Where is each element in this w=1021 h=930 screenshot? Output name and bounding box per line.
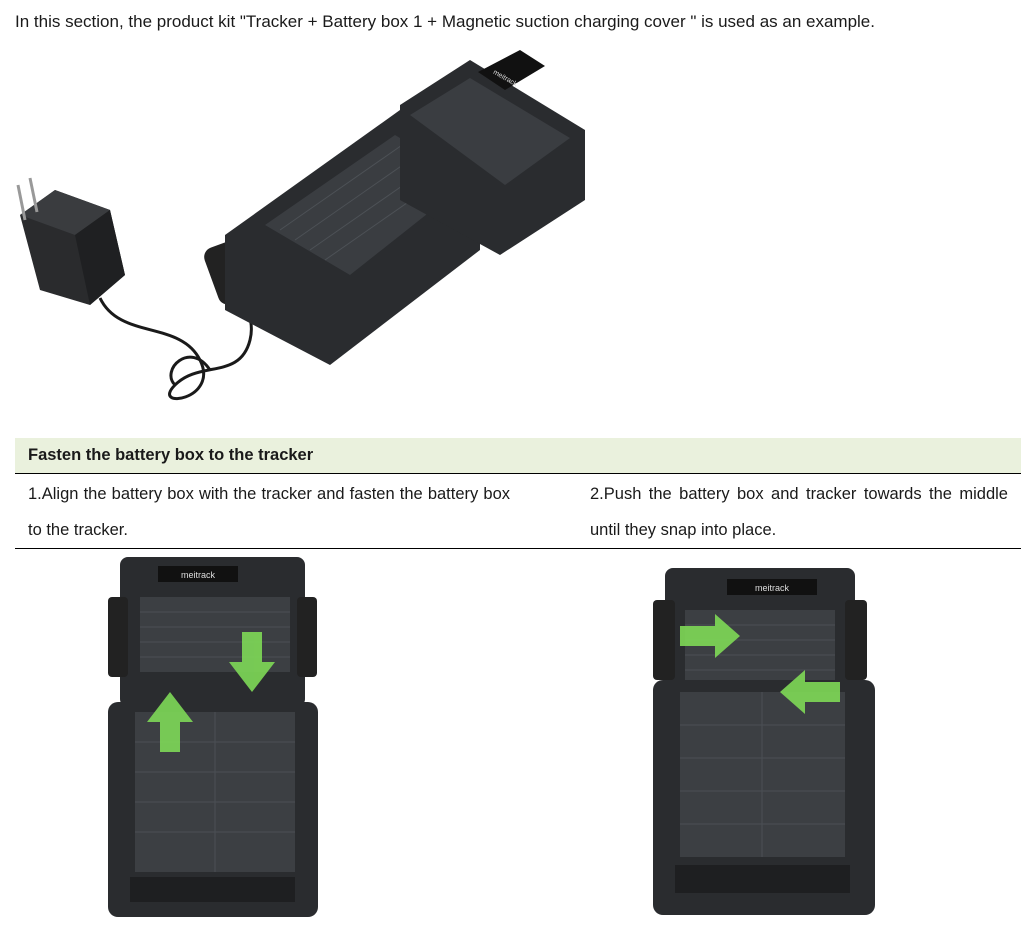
arrow-down-icon (229, 632, 275, 692)
battery-box: meitrack (400, 50, 585, 255)
step-2-image: meitrack (653, 568, 875, 915)
arrow-right-icon (680, 614, 740, 658)
charging-cable (98, 297, 253, 401)
steps-table: Fasten the battery box to the tracker 1.… (15, 438, 1021, 549)
table-row: 1.Align the battery box with the tracker… (15, 474, 1021, 549)
brand-logo-text: meitrack (181, 570, 216, 580)
arrow-left-icon (780, 670, 840, 714)
step-2-text: 2.Push the battery box and tracker towar… (590, 485, 1008, 539)
arrow-up-icon (147, 692, 193, 752)
brand-logo-text: meitrack (755, 583, 790, 593)
step-1-text: 1.Align the battery box with the tracker… (28, 485, 510, 539)
step-1-image: meitrack (108, 557, 318, 917)
table-header: Fasten the battery box to the tracker (15, 438, 1021, 474)
intro-text: In this section, the product kit "Tracke… (15, 12, 875, 31)
charger-adapter (16, 177, 125, 305)
product-kit-image: meitrack (16, 50, 585, 401)
